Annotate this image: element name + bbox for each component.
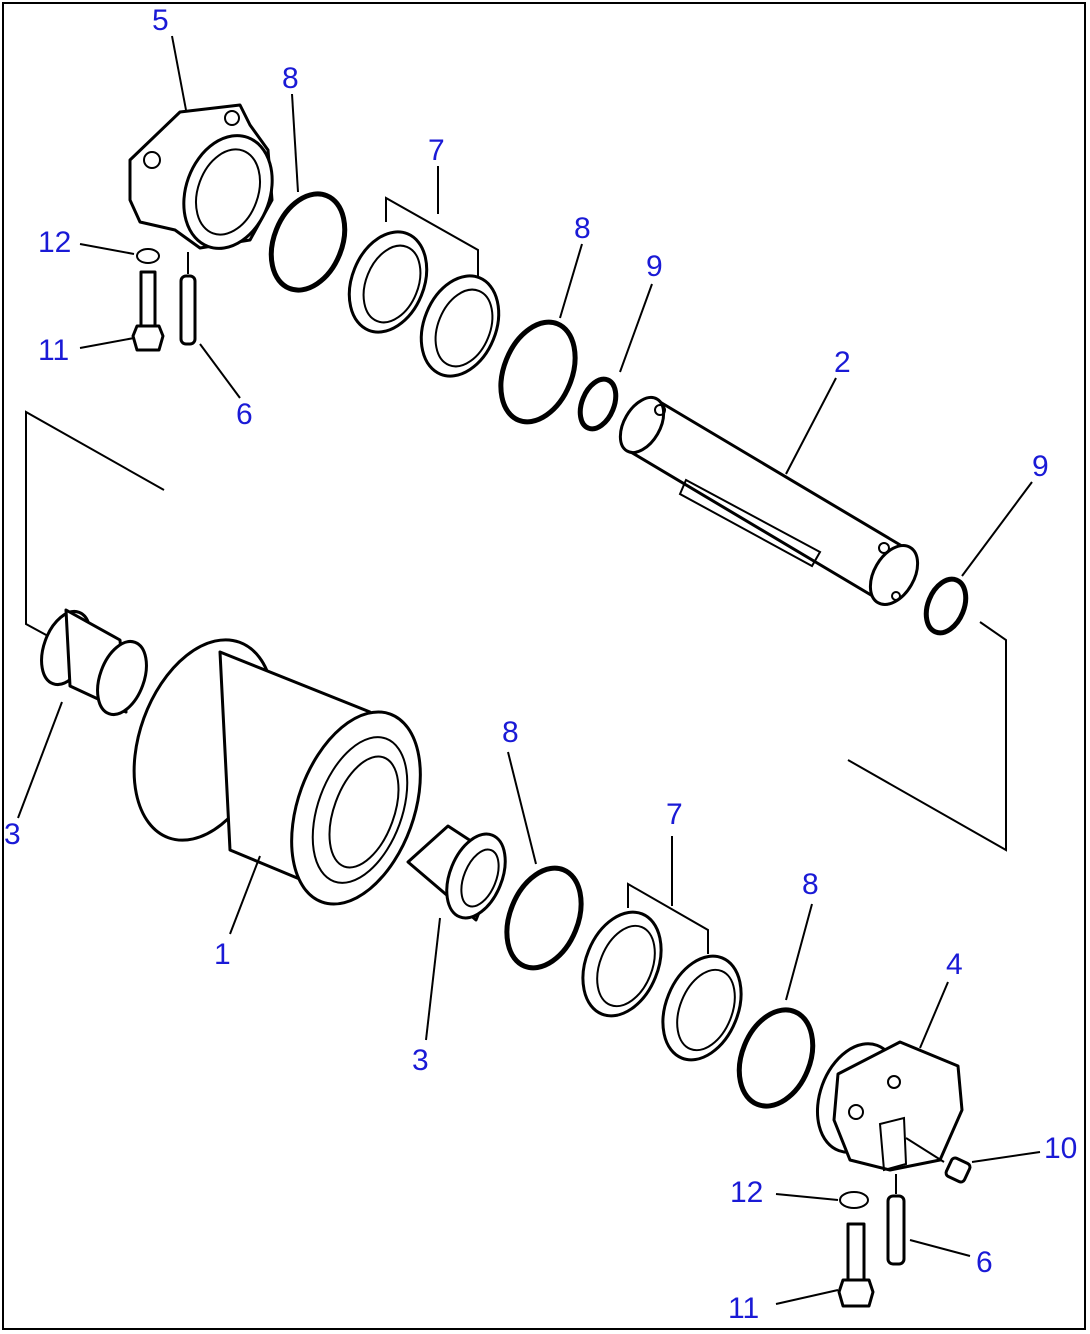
- callout-2: 2: [834, 346, 851, 379]
- part-11-bolt-bottom: [837, 1222, 875, 1308]
- callout-8-c: 8: [502, 716, 519, 749]
- callout-5: 5: [152, 4, 169, 37]
- callout-8-d: 8: [802, 868, 819, 901]
- part-9-oring-b: [923, 576, 969, 636]
- part-7-seals-top: [347, 230, 501, 378]
- part-11-bolt-top: [131, 270, 165, 352]
- callout-4: 4: [946, 948, 963, 981]
- assembly-axis-lines: [25, 410, 1007, 852]
- part-8-oring-b: [498, 319, 578, 425]
- part-3-bushing-mid: [406, 824, 507, 922]
- callout-10: 10: [1044, 1132, 1078, 1165]
- leader-lines: [17, 35, 1041, 1305]
- part-12-washer-bottom: [839, 1191, 869, 1209]
- part-4-bracket: [815, 1040, 964, 1172]
- callout-7-top: 7: [428, 134, 445, 167]
- part-2-shaft: [618, 396, 920, 606]
- callout-9-a: 9: [646, 250, 663, 283]
- callout-11-top: 11: [38, 334, 70, 367]
- part-6-pin-bottom: [886, 1194, 906, 1266]
- callout-6-top: 6: [236, 398, 253, 431]
- part-3-bushing-left: [40, 608, 148, 716]
- callout-12-top: 12: [38, 226, 72, 259]
- part-12-washer-top: [136, 248, 160, 264]
- callout-6-bot: 6: [976, 1246, 993, 1279]
- part-8-oring-a: [268, 191, 348, 293]
- part-5-bracket: [128, 103, 274, 250]
- part-1-roller: [132, 638, 422, 906]
- part-6-pin-top: [179, 274, 197, 346]
- part-7-seals-bottom: [581, 910, 743, 1062]
- callout-1: 1: [214, 938, 231, 971]
- part-9-oring-a: [577, 376, 619, 432]
- callout-8-a: 8: [282, 62, 299, 95]
- callout-3-left: 3: [4, 818, 21, 851]
- callout-8-b: 8: [574, 212, 591, 245]
- callout-11-bot: 11: [728, 1292, 760, 1325]
- part-8-oring-d: [736, 1007, 816, 1109]
- callout-3-mid: 3: [412, 1044, 429, 1077]
- callout-7-bot: 7: [666, 798, 683, 831]
- part-8-oring-c: [504, 865, 584, 971]
- callout-12-bot: 12: [730, 1176, 764, 1209]
- callout-9-b: 9: [1032, 450, 1049, 483]
- part-10-fitting: [905, 1137, 972, 1184]
